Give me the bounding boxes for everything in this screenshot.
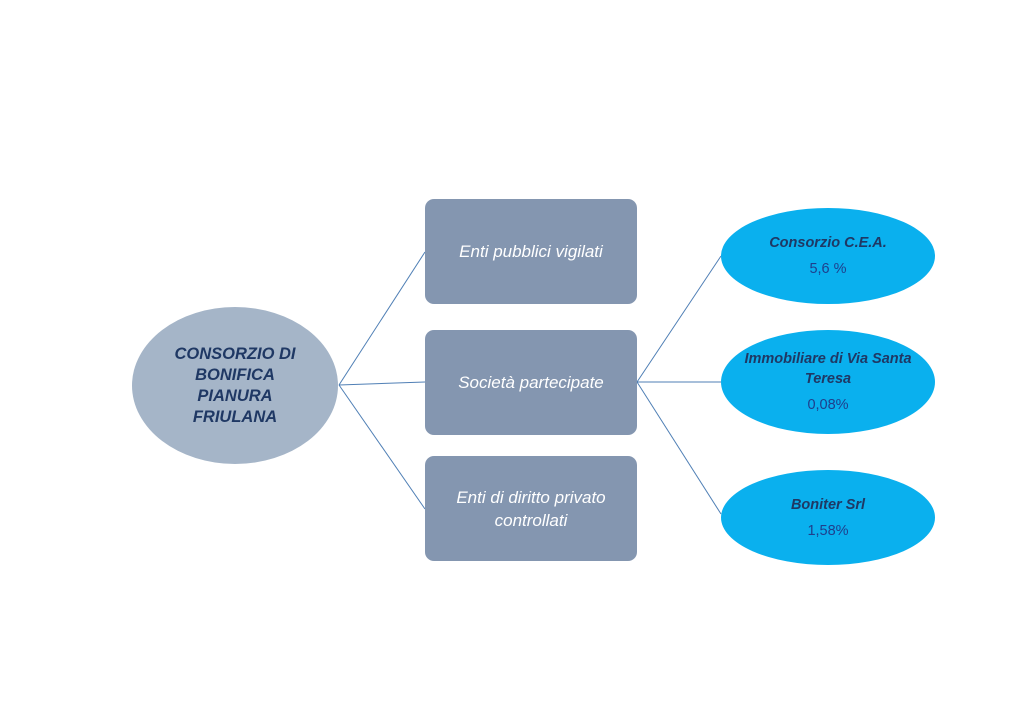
participation-consorzio-cea: Consorzio C.E.A. 5,6 % <box>721 208 935 304</box>
root-node-consorzio: CONSORZIO DI BONIFICA PIANURA FRIULANA <box>132 307 338 464</box>
connector-root-to-enti-pubblici <box>338 251 426 386</box>
participation-share: 5,6 % <box>809 261 847 277</box>
category-societa-partecipate: Società partecipate <box>425 330 637 435</box>
category-enti-diritto-privato: Enti di diritto privato controllati <box>425 456 637 561</box>
participation-boniter-srl: Boniter Srl 1,58% <box>721 470 935 565</box>
connector-root-to-societa <box>338 381 426 386</box>
connector-societa-to-boniter <box>636 381 722 515</box>
participation-name: Consorzio C.E.A. <box>769 235 887 251</box>
connector-societa-to-cea <box>636 255 722 383</box>
participation-share: 0,08% <box>807 397 849 413</box>
participation-immobiliare-santa-teresa: Immobiliare di Via Santa Teresa 0,08% <box>721 330 935 434</box>
participation-name: Boniter Srl <box>790 496 866 513</box>
root-label: CONSORZIO DI BONIFICA PIANURA FRIULANA <box>174 344 296 426</box>
participation-name: Immobiliare di Via Santa Teresa <box>744 351 912 387</box>
participation-share: 1,58% <box>807 522 849 539</box>
category-enti-pubblici-vigilati: Enti pubblici vigilati <box>425 199 637 304</box>
category-label: Società partecipate <box>458 373 604 392</box>
category-label: Enti di diritto privato controllati <box>456 487 606 530</box>
connector-root-to-enti-privati <box>338 384 426 510</box>
category-label: Enti pubblici vigilati <box>459 242 603 261</box>
